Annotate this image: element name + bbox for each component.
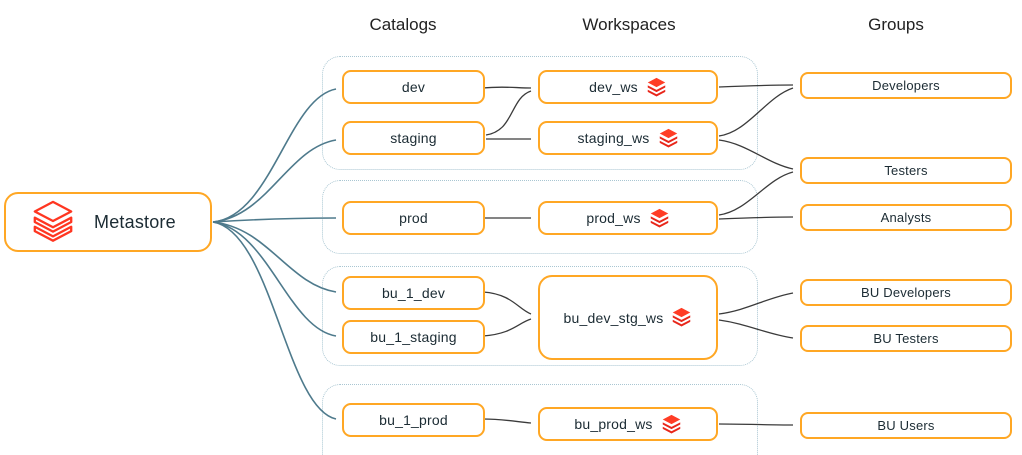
workspace-label: staging_ws [577, 130, 650, 146]
databricks-icon [646, 77, 667, 98]
databricks-icon [649, 208, 670, 229]
group-bu-testers: BU Testers [800, 325, 1012, 352]
group-bu-developers: BU Developers [800, 279, 1012, 306]
catalog-bu-1-staging: bu_1_staging [342, 320, 485, 354]
databricks-outline-icon [30, 199, 76, 245]
workspace-label: dev_ws [589, 79, 638, 95]
workspace-bu-prod-ws: bu_prod_ws [538, 407, 718, 441]
databricks-icon [658, 128, 679, 149]
edge-metastore-bu-1-prod [212, 221, 337, 420]
databricks-icon [671, 307, 692, 328]
group-developers: Developers [800, 72, 1012, 99]
metastore-node: Metastore [4, 192, 212, 252]
group-testers: Testers [800, 157, 1012, 184]
workspace-bu-dev-stg-ws: bu_dev_stg_ws [538, 275, 718, 360]
column-header-workspaces: Workspaces [582, 15, 676, 34]
edge-metastore-prod [212, 217, 337, 223]
group-analysts: Analysts [800, 204, 1012, 231]
column-header-catalogs: Catalogs [369, 15, 437, 34]
edge-metastore-staging [212, 139, 337, 223]
edge-metastore-dev [212, 88, 337, 223]
workspace-label: bu_prod_ws [574, 416, 653, 432]
metastore-label: Metastore [94, 211, 176, 232]
workspace-staging-ws: staging_ws [538, 121, 718, 155]
catalog-bu-1-dev: bu_1_dev [342, 276, 485, 310]
workspace-label: prod_ws [586, 210, 641, 226]
workspace-dev-ws: dev_ws [538, 70, 718, 104]
workspace-label: bu_dev_stg_ws [563, 309, 664, 326]
column-header-groups: Groups [868, 15, 924, 34]
databricks-icon [661, 414, 682, 435]
catalog-staging: staging [342, 121, 485, 155]
edge-metastore-bu-1-staging [212, 221, 337, 337]
group-bu-users: BU Users [800, 412, 1012, 439]
workspace-prod-ws: prod_ws [538, 201, 718, 235]
catalog-bu-1-prod: bu_1_prod [342, 403, 485, 437]
catalog-prod: prod [342, 201, 485, 235]
catalog-dev: dev [342, 70, 485, 104]
edge-metastore-bu-1-dev [212, 221, 337, 293]
